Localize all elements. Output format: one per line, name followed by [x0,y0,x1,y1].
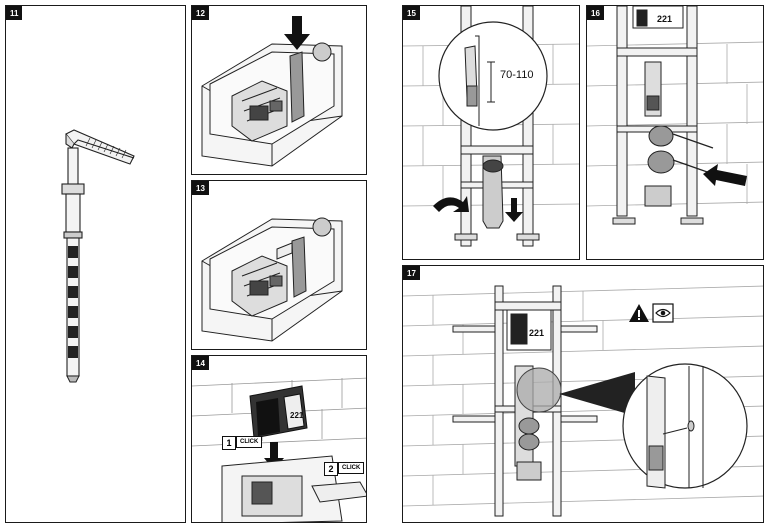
module-label-17: 221 [529,328,544,338]
arrow-down-icon [284,16,310,50]
arrow-left-icon [703,164,747,186]
step-number-12: 12 [192,6,209,20]
step-number-17: 17 [403,266,420,280]
eye-icon [652,303,674,323]
drain-connection-illustration: 221 [587,6,763,225]
panel-step-13: 13 [191,180,367,350]
flush-pipe-illustration [61,129,135,383]
module-label-14: 221 [290,411,304,420]
step-number-14: 14 [192,356,209,370]
panel-step-16: 16 221 [586,5,764,260]
step-number-15: 15 [403,6,420,20]
cistern-installed-illustration [201,217,343,342]
step-number-16: 16 [587,6,604,20]
warning-icon [629,304,649,322]
panel-step-12: 12 [191,5,367,175]
frame-height-adjust-illustration [403,6,579,247]
callout-1-click: CLICK [236,436,263,448]
arrow-down-icon [505,198,523,222]
control-module-click-illustration: 221 [192,377,366,522]
panel-step-11: 11 [5,5,186,523]
cistern-open-illustration [201,16,343,167]
step-number-13: 13 [192,181,209,195]
panel-step-15: 15 [402,5,580,260]
measure-label: 70-110 [499,69,535,81]
module-label-16: 221 [657,14,672,24]
installed-frame-inspection-illustration: 221 [403,285,763,517]
callout-2-click: CLICK [338,462,365,474]
curved-arrow-icon [433,196,469,212]
callout-2-number: 2 [324,462,338,476]
callout-1-number: 1 [222,436,236,450]
panel-step-14: 14 221 1 CLICK 2 CLICK [191,355,367,523]
panel-step-17: 17 [402,265,764,523]
step-number-11: 11 [6,6,23,20]
